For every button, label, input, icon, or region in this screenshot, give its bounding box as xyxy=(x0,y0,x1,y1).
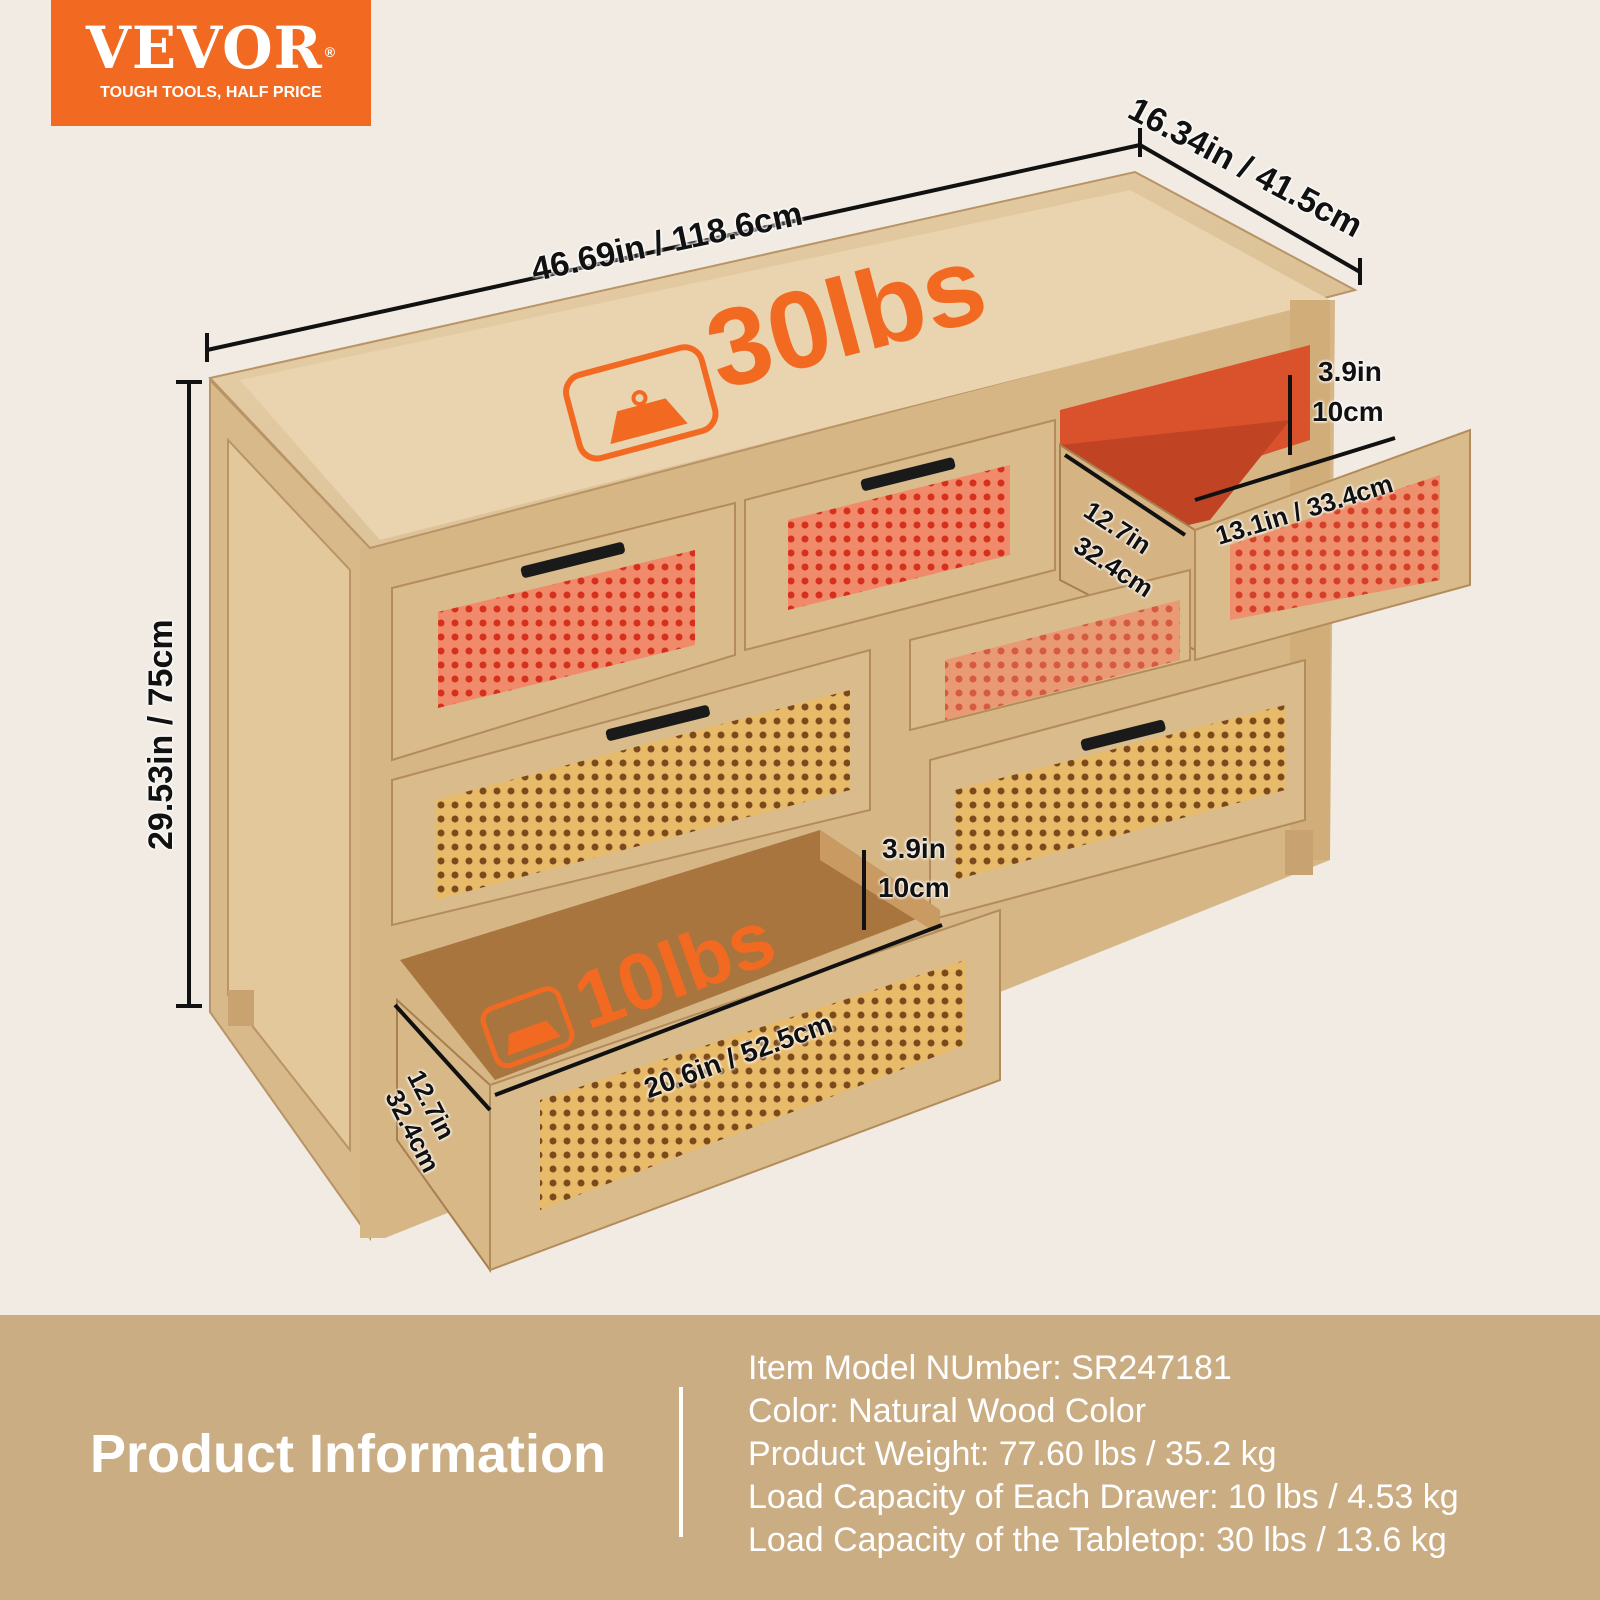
spec-drawer-capacity: Load Capacity of Each Drawer: 10 lbs / 4… xyxy=(748,1478,1459,1516)
product-illustration: 30lbs 10lbs 46.69in / 118.6cm 16.34in / … xyxy=(142,90,1471,1274)
spec-weight: Product Weight: 77.60 lbs / 35.2 kg xyxy=(748,1435,1277,1473)
logo-brand: VEVOR® xyxy=(85,14,337,82)
logo-tagline: TOUGH TOOLS, HALF PRICE xyxy=(100,84,322,101)
drawer-dimension-arrows xyxy=(393,375,1396,1112)
small-drawer-height-in: 3.9in xyxy=(1318,356,1382,387)
product-info-panel: Product Information Item Model NUmber: S… xyxy=(0,1315,1600,1600)
small-drawer-height-cm: 10cm xyxy=(1312,396,1384,427)
drawer-load-icon xyxy=(480,986,575,1069)
dresser-illustration: 30lbs 10lbs xyxy=(176,128,1471,1274)
spec-color: Color: Natural Wood Color xyxy=(748,1392,1147,1430)
dimension-lines xyxy=(176,128,1362,1008)
spec-tabletop-capacity: Load Capacity of the Tabletop: 30 lbs / … xyxy=(748,1521,1447,1559)
spec-model-number: Item Model NUmber: SR247181 xyxy=(748,1349,1232,1387)
large-drawer-height-in: 3.9in xyxy=(882,833,946,864)
divider xyxy=(679,1387,683,1537)
tabletop-load-icon xyxy=(563,344,719,462)
product-info-title: Product Information xyxy=(90,1424,606,1484)
vevor-logo: VEVOR® TOUGH TOOLS, HALF PRICE xyxy=(51,0,371,126)
dimension-height: 29.53in / 75cm xyxy=(142,619,180,850)
large-drawer-height-cm: 10cm xyxy=(878,872,950,903)
product-spec-list: Item Model NUmber: SR247181 Color: Natur… xyxy=(748,1347,1459,1562)
